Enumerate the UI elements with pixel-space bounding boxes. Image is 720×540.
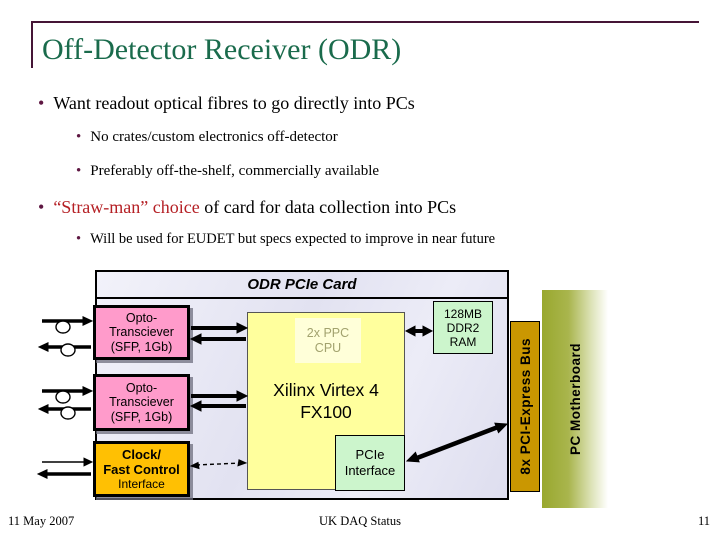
- fibre-loop-icon: [60, 406, 76, 420]
- clock-label-line: Interface: [118, 476, 165, 491]
- pcie-label-line: Interface: [344, 463, 396, 478]
- card-title: ODR PCIe Card: [247, 276, 357, 293]
- clock-in-arrowhead: [83, 457, 94, 467]
- opto-transceiver-box-2: Opto- Transciever (SFP, 1Gb): [93, 374, 190, 431]
- opto-label-line: Opto-: [125, 380, 158, 395]
- fibre-loop-icon: [55, 320, 71, 334]
- bullet-dot: •: [76, 129, 82, 145]
- ddr2-ram-box: 128MB DDR2 RAM: [433, 301, 493, 354]
- bullet-text: Want readout optical fibres to go direct…: [53, 93, 415, 113]
- opto-label-line: (SFP, 1Gb): [110, 409, 173, 424]
- bullet-level1: • Want readout optical fibres to go dire…: [38, 92, 415, 114]
- ram-label-line: 128MB: [443, 306, 483, 321]
- header-rule-horizontal: [31, 21, 699, 23]
- bullet-text: Will be used for EUDET but specs expecte…: [90, 231, 496, 247]
- cpu-label-line: CPU: [314, 340, 342, 355]
- bullet-level2: • Will be used for EUDET but specs expec…: [76, 230, 495, 248]
- bullet-dot: •: [38, 197, 45, 217]
- card-title-separator: [97, 297, 507, 299]
- header-rule-vertical: [31, 21, 33, 68]
- fibre-out-arrowhead-1: [37, 342, 49, 352]
- bullet-text: No crates/custom electronics off-detecto…: [90, 129, 338, 145]
- fibre-out-arrowhead-2: [37, 404, 49, 414]
- bullet-text: Preferably off-the-shelf, commercially a…: [90, 163, 380, 179]
- opto-label-line: Opto-: [125, 310, 158, 325]
- fibre-loop-icon: [55, 390, 71, 404]
- pci-express-bus-bar: 8x PCI-Express Bus: [510, 321, 540, 492]
- clock-label-line: Clock/: [121, 446, 161, 462]
- opto-label-line: (SFP, 1Gb): [110, 339, 173, 354]
- cpu-label-line: 2x PPC: [306, 325, 350, 340]
- bullet-text-rest: of card for data collection into PCs: [199, 197, 457, 217]
- ram-label-line: RAM: [449, 334, 477, 349]
- bullet-level2: • Preferably off-the-shelf, commercially…: [76, 162, 379, 180]
- opto-transceiver-box-1: Opto- Transciever (SFP, 1Gb): [93, 305, 190, 360]
- clock-label-line: Fast Control: [103, 461, 180, 477]
- opto-label-line: Transciever: [109, 395, 174, 410]
- bus-label: 8x PCI-Express Bus: [517, 338, 533, 475]
- bullet-level2: • No crates/custom electronics off-detec…: [76, 128, 338, 146]
- pcie-interface-box: PCIe Interface: [335, 435, 405, 491]
- footer-status: UK DAQ Status: [319, 514, 401, 528]
- fpga-label-line: Xilinx Virtex 4: [273, 380, 379, 400]
- footer-page-number: 11: [697, 514, 710, 528]
- footer-date: 11 May 2007: [8, 514, 75, 528]
- highlighted-text: “Straw-man” choice: [53, 197, 200, 217]
- motherboard-label: PC Motherboard: [567, 342, 583, 455]
- ppc-cpu-box: 2x PPC CPU: [295, 318, 361, 363]
- clock-fast-control-box: Clock/ Fast Control Interface: [93, 441, 190, 497]
- bullet-dot: •: [76, 163, 82, 179]
- fpga-label-line: FX100: [300, 402, 352, 422]
- pcie-label-line: PCIe: [355, 447, 385, 462]
- ram-label-line: DDR2: [446, 320, 480, 335]
- bullet-dot: •: [76, 231, 82, 247]
- clock-out-arrowhead: [36, 469, 48, 479]
- bullet-text: “Straw-man” choice of card for data coll…: [53, 196, 456, 218]
- fibre-in-arrowhead-1: [82, 316, 94, 326]
- fibre-in-arrowhead-2: [82, 386, 94, 396]
- bullet-dot: •: [38, 93, 45, 113]
- bullet-level1: • “Straw-man” choice of card for data co…: [38, 196, 456, 218]
- page-title: Off-Detector Receiver (ODR): [42, 33, 402, 66]
- fibre-loop-icon: [60, 343, 76, 357]
- opto-label-line: Transciever: [109, 325, 174, 340]
- pc-motherboard-bar: PC Motherboard: [542, 290, 608, 508]
